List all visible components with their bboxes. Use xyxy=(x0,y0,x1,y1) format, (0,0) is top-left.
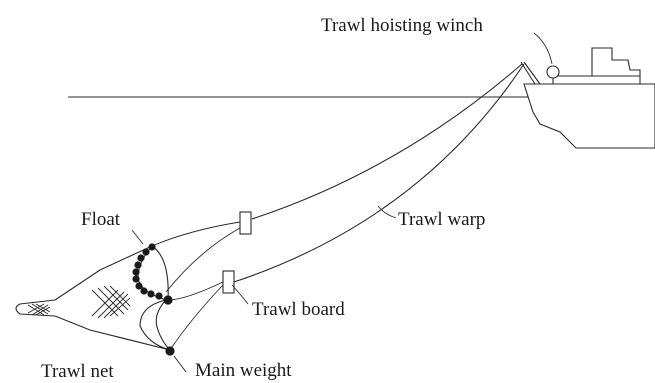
float-icon xyxy=(142,248,150,256)
leader-warp xyxy=(377,205,397,219)
groundrope xyxy=(139,299,171,351)
float-icon xyxy=(137,254,145,262)
net-upper-edge xyxy=(54,245,153,301)
float-icon xyxy=(132,275,140,283)
trawl-warp-upper xyxy=(251,63,523,220)
float-icon xyxy=(148,243,156,251)
groundrope-inner xyxy=(155,299,171,351)
leader-board xyxy=(231,284,249,305)
bridle-upper-to-footrope xyxy=(165,227,241,293)
trawl-board-lower xyxy=(222,270,235,294)
label-trawl-warp: Trawl warp xyxy=(398,209,485,230)
vessel-hull xyxy=(523,47,655,149)
floats xyxy=(132,243,163,300)
trawl-net xyxy=(15,245,171,351)
float-icon xyxy=(140,287,148,295)
body-mesh xyxy=(91,285,131,319)
leader-weight xyxy=(173,355,187,373)
trawl-board-upper xyxy=(239,211,252,235)
label-trawl-net: Trawl net xyxy=(41,361,114,382)
net-codend xyxy=(15,299,56,317)
footrope xyxy=(151,245,169,301)
label-main-weight: Main weight xyxy=(195,360,292,381)
net-lower-edge xyxy=(54,315,171,351)
label-float: Float xyxy=(81,209,121,230)
winch-drum xyxy=(546,65,560,79)
main-weight-icon xyxy=(165,346,175,356)
float-icon xyxy=(147,290,155,298)
codend-mesh xyxy=(27,303,51,316)
bridle-lower-to-headline xyxy=(167,281,224,301)
leader-float xyxy=(131,229,144,245)
float-icon xyxy=(155,292,163,300)
float-icon xyxy=(135,282,143,290)
side-weight-icon xyxy=(163,295,173,305)
float-icon xyxy=(134,261,142,269)
float-icon xyxy=(132,268,140,276)
leader-winch xyxy=(533,32,553,65)
bridle-upper-to-headline xyxy=(151,221,241,247)
trawl-warp-lower xyxy=(233,63,525,283)
bridle-lower-to-footrope xyxy=(169,284,224,351)
label-trawl-board: Trawl board xyxy=(252,299,345,320)
fishing-vessel xyxy=(520,47,655,149)
vessel-gantry xyxy=(520,61,541,85)
label-trawl-hoisting-winch: Trawl hoisting winch xyxy=(321,15,483,36)
